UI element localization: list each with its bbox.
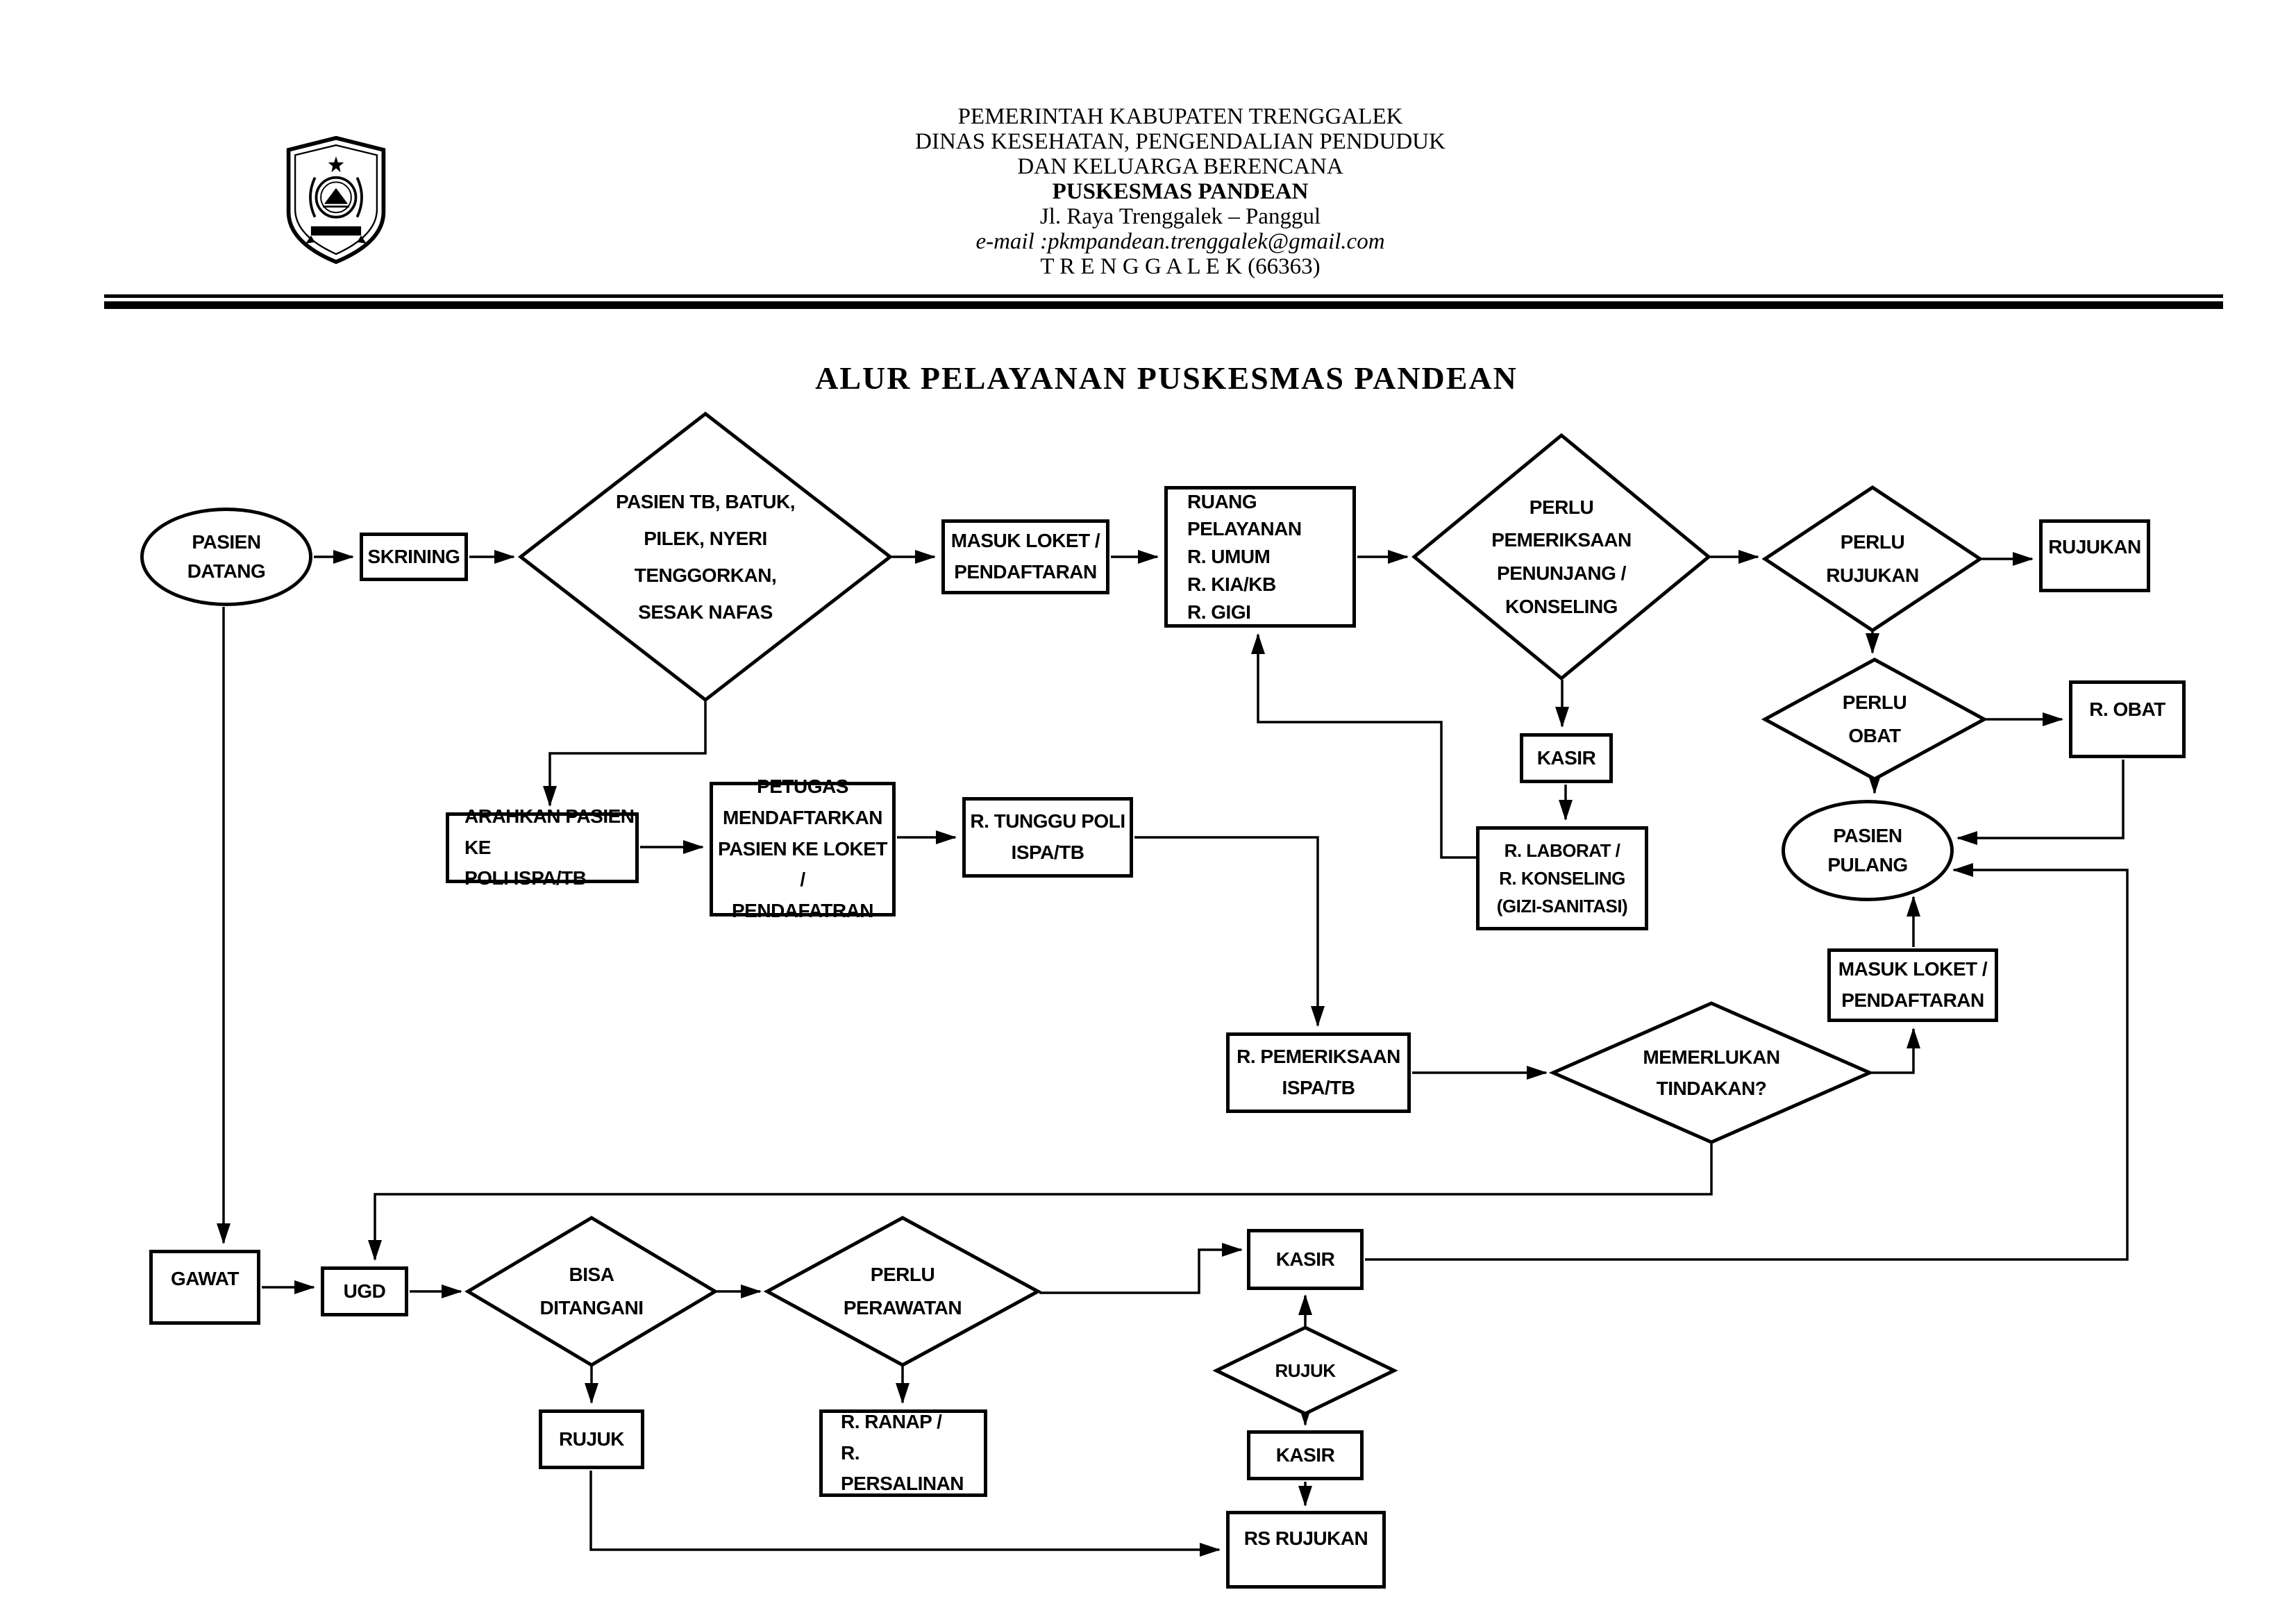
header-email: e-mail :pkmpandean.trenggalek@gmail.com	[975, 229, 1385, 254]
process-masuk-loket-2: MASUK LOKET / PENDAFTARAN	[1827, 948, 1998, 1022]
decision-perlu-perawatan: PERLU PERAWATAN	[843, 1264, 962, 1319]
process-rs-rujukan: RS RUJUKAN	[1226, 1511, 1386, 1589]
header-department: DINAS KESEHATAN, PENGENDALIAN PENDUDUK	[915, 129, 1446, 154]
decision-rujuk-shape	[1212, 1325, 1398, 1416]
process-masuk-loket-1: MASUK LOKET / PENDAFTARAN	[941, 519, 1109, 594]
decision-memerlukan-tindakan-shape	[1548, 1001, 1875, 1144]
process-r-laborat: R. LABORAT / R. KONSELING (GIZI-SANITASI…	[1476, 826, 1648, 930]
decision-rujuk: RUJUK	[1275, 1359, 1336, 1381]
mountain-icon	[324, 187, 349, 204]
connector	[1956, 760, 2125, 845]
header-government: PEMERINTAH KABUPATEN TRENGGALEK	[957, 104, 1403, 129]
connector	[368, 1144, 1713, 1261]
process-ugd: UGD	[321, 1266, 408, 1316]
header-rule-thin	[104, 294, 2223, 298]
process-gawat: GAWAT	[149, 1250, 260, 1325]
decision-perlu-pemeriksaan: PERLU PEMERIKSAAN PENUNJANG / KONSELING	[1491, 496, 1632, 617]
page-title: ALUR PELAYANAN PUSKESMAS PANDEAN	[815, 360, 1518, 396]
connector	[1251, 633, 1476, 859]
connector	[543, 701, 707, 807]
connector	[1871, 1028, 1920, 1074]
connector	[1039, 1243, 1243, 1294]
process-arahkan-pasien: ARAHKAN PASIEN KE POLI ISPA/TB	[446, 805, 639, 889]
decision-bisa-ditangani: BISA DITANGANI	[539, 1264, 644, 1319]
decision-perlu-obat: PERLU OBAT	[1842, 692, 1907, 746]
header-puskesmas-name: PUSKESMAS PANDEAN	[1052, 179, 1309, 204]
connector	[589, 1471, 1221, 1557]
process-r-tunggu-poli: R. TUNGGU POLI ISPA/TB	[962, 797, 1133, 878]
decision-perlu-pemeriksaan-shape	[1411, 433, 1711, 681]
process-kasir-rujuk: KASIR	[1247, 1430, 1364, 1480]
process-r-ranap: R. RANAP / R. PERSALINAN	[819, 1409, 987, 1497]
process-petugas-mendaftarkan: PETUGAS MENDAFTARKAN PASIEN KE LOKET / P…	[710, 776, 896, 921]
header-rule-thick	[104, 301, 2223, 309]
terminator-pasien-datang: PASIEN DATANG	[140, 508, 312, 606]
header-department-2: DAN KELUARGA BERENCANA	[1017, 154, 1343, 179]
decision-perlu-obat-shape	[1761, 658, 1988, 781]
process-ruang-pelayanan: RUANG PELAYANAN R. UMUM R. KIA/KB R. GIG…	[1164, 486, 1356, 628]
decision-memerlukan-tindakan: MEMERLUKAN TINDAKAN?	[1643, 1046, 1780, 1099]
puskesmas-logo-icon	[286, 135, 386, 265]
connector	[1134, 836, 1325, 1027]
terminator-pasien-pulang: PASIEN PULANG	[1782, 800, 1954, 901]
process-kasir-penunjang: KASIR	[1520, 733, 1613, 783]
decision-perlu-rujukan-shape	[1761, 485, 1984, 633]
connector	[1365, 863, 2129, 1261]
process-r-pemeriksaan-ispa: R. PEMERIKSAAN ISPA/TB	[1226, 1032, 1411, 1113]
process-skrining: SKRINING	[360, 533, 468, 581]
header-address: Jl. Raya Trenggalek – Panggul	[1039, 204, 1321, 229]
star-icon	[328, 156, 344, 173]
decision-perlu-rujukan: PERLU RUJUKAN	[1826, 531, 1919, 586]
process-rujukan: RUJUKAN	[2039, 519, 2150, 592]
decision-bisa-ditangani-shape	[464, 1216, 719, 1367]
decision-pasien-tb-shape	[517, 411, 894, 703]
decision-perlu-perawatan-shape	[763, 1216, 1042, 1367]
process-rujuk: RUJUK	[539, 1409, 644, 1469]
decision-pasien-tb: PASIEN TB, BATUK, PILEK, NYERI TENGGORKA…	[615, 490, 796, 623]
process-r-obat: R. OBAT	[2069, 680, 2186, 758]
process-kasir-ugd: KASIR	[1247, 1229, 1364, 1290]
header-city-postcode: T R E N G G A L E K (66363)	[1040, 254, 1321, 279]
